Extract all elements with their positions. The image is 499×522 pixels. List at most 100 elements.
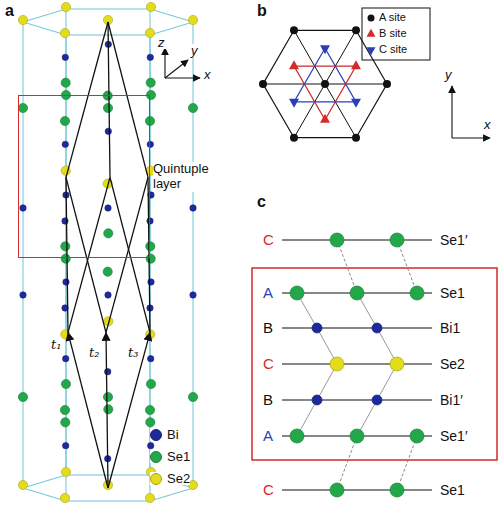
a-site xyxy=(321,80,329,88)
a-site xyxy=(290,26,298,34)
panel-letter: c xyxy=(256,194,267,210)
site-letter: C xyxy=(262,482,275,497)
b-site xyxy=(320,114,330,123)
atom xyxy=(146,254,155,263)
legend-sample xyxy=(368,15,375,22)
bond-line xyxy=(337,436,357,490)
atom xyxy=(330,483,344,497)
axis-label: x xyxy=(483,118,492,131)
atom xyxy=(61,78,70,87)
atom xyxy=(146,379,155,388)
legend-swatch xyxy=(150,451,162,463)
primitive-cell-edge xyxy=(68,177,110,332)
atom xyxy=(372,395,382,405)
vector-label: t₂ xyxy=(88,346,100,359)
atom xyxy=(148,442,154,448)
legend-text: C site xyxy=(379,44,407,55)
layer-name: Bi1′ xyxy=(439,393,464,407)
c-site xyxy=(351,99,361,108)
legend-item: Bi xyxy=(150,428,179,441)
legend-text: Bi xyxy=(167,428,179,441)
bond-line xyxy=(337,240,357,293)
axis-label: y xyxy=(190,44,199,57)
node-label: Quintuple layer xyxy=(153,162,215,192)
legend-box xyxy=(362,8,430,60)
legend-text: A site xyxy=(379,12,406,23)
b-site xyxy=(289,60,299,69)
panel-letter: b xyxy=(256,3,268,19)
lattice-line xyxy=(294,30,356,137)
axis-y xyxy=(165,60,188,78)
a-site xyxy=(383,80,391,88)
atom xyxy=(188,103,197,112)
site-letter: A xyxy=(262,285,274,300)
atom xyxy=(61,254,70,263)
layer-line xyxy=(282,399,432,400)
lattice-line xyxy=(294,30,356,137)
b-site-triangle xyxy=(294,66,356,120)
site-letter: A xyxy=(262,428,274,443)
atom xyxy=(390,357,404,371)
atom xyxy=(105,368,111,374)
atom xyxy=(190,205,196,211)
legend-item: A site xyxy=(379,12,406,23)
legend-item: C site xyxy=(379,44,407,55)
atom xyxy=(145,28,154,37)
site-letter: B xyxy=(262,392,274,407)
axis-z xyxy=(164,48,165,78)
c-site xyxy=(289,99,299,108)
atom xyxy=(410,429,424,443)
atom xyxy=(188,392,197,401)
axis-y xyxy=(451,86,452,138)
b-site xyxy=(351,60,361,69)
atom xyxy=(390,233,404,247)
cell-edge xyxy=(193,22,194,488)
site-hexagon xyxy=(263,30,387,137)
atom xyxy=(60,493,69,502)
bond-line xyxy=(397,240,417,293)
atom xyxy=(190,292,196,298)
legend-item: Se2 xyxy=(150,472,190,485)
atom xyxy=(330,357,344,371)
site-letter: C xyxy=(262,356,275,371)
atom xyxy=(148,355,154,361)
layer-line xyxy=(282,363,432,364)
primitive-cell-edge xyxy=(66,177,106,332)
atom xyxy=(60,116,69,125)
a-site xyxy=(352,26,360,34)
quintuple-frame xyxy=(252,268,497,460)
quintuple-box: Quintuple layer xyxy=(18,95,150,258)
atom xyxy=(60,28,69,37)
atom xyxy=(62,141,68,147)
atom xyxy=(350,286,364,300)
a-site xyxy=(290,134,298,142)
panel-letter: a xyxy=(4,3,15,19)
legend-sample xyxy=(367,47,376,55)
atom xyxy=(104,229,113,238)
axis-label: z xyxy=(157,36,166,49)
atom xyxy=(147,218,153,224)
atom xyxy=(372,323,382,333)
atom xyxy=(63,279,69,285)
atom xyxy=(61,2,70,11)
atom xyxy=(103,392,112,401)
layer-line xyxy=(282,239,432,240)
lattice-vector xyxy=(106,333,108,488)
atom xyxy=(61,242,70,251)
atom xyxy=(105,292,111,298)
atom xyxy=(330,233,344,247)
bond-line xyxy=(397,436,417,490)
atom xyxy=(350,429,364,443)
vector-label: t₁ xyxy=(50,338,62,351)
atom xyxy=(104,405,113,414)
atom xyxy=(18,392,27,401)
primitive-cell-edge xyxy=(108,22,148,177)
vector-label: t₃ xyxy=(127,346,139,359)
c-site xyxy=(320,45,330,54)
layer-name: Se1′ xyxy=(439,233,469,247)
atom xyxy=(61,467,70,476)
atom xyxy=(145,493,154,502)
legend-swatch xyxy=(150,473,162,485)
atom xyxy=(188,15,197,24)
